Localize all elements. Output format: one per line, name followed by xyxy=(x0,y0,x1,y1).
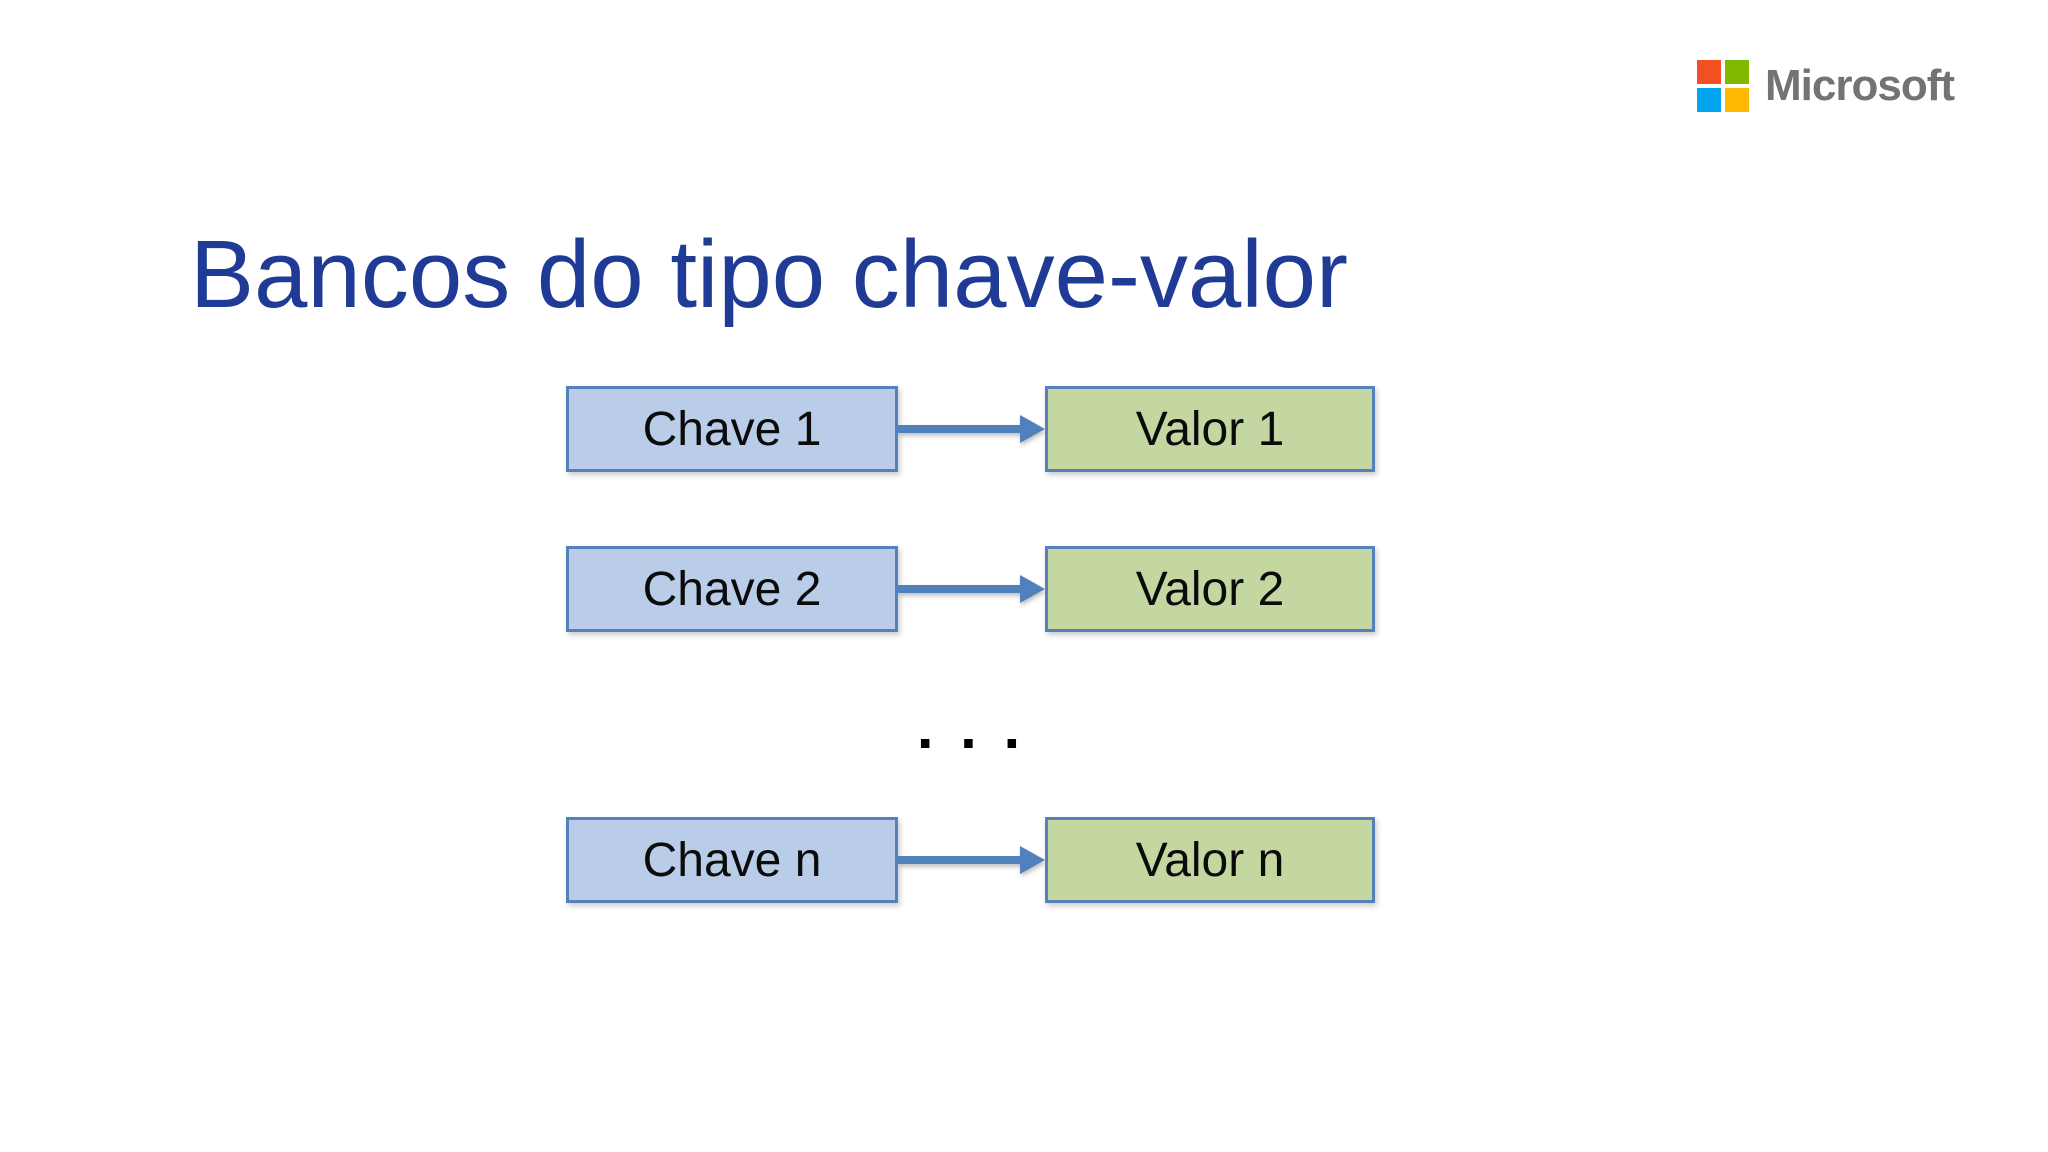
value-box-n: Valor n xyxy=(1045,817,1375,903)
ellipsis-dots: . . . xyxy=(916,694,1026,761)
key-box-n: Chave n xyxy=(566,817,898,903)
logo-square-blue xyxy=(1697,88,1721,112)
logo-square-yellow xyxy=(1725,88,1749,112)
logo-square-green xyxy=(1725,60,1749,84)
logo-square-red xyxy=(1697,60,1721,84)
microsoft-logo-icon xyxy=(1697,60,1749,112)
arrow-shaft xyxy=(898,585,1023,593)
arrow-shaft xyxy=(898,856,1023,864)
arrow-head xyxy=(1020,415,1045,443)
arrow-head xyxy=(1020,575,1045,603)
key-label-1: Chave 1 xyxy=(642,402,822,456)
value-box-2: Valor 2 xyxy=(1045,546,1375,632)
key-box-1: Chave 1 xyxy=(566,386,898,472)
value-label-2: Valor 2 xyxy=(1135,562,1285,616)
arrow-head xyxy=(1020,846,1045,874)
key-label-n: Chave n xyxy=(642,833,822,887)
microsoft-wordmark: Microsoft xyxy=(1765,61,1955,110)
microsoft-logo: Microsoft xyxy=(1697,60,1955,112)
key-label-2: Chave 2 xyxy=(642,562,822,616)
arrow-right-icon xyxy=(898,546,1045,632)
value-box-1: Valor 1 xyxy=(1045,386,1375,472)
arrow-shaft xyxy=(898,425,1023,433)
arrow-right-icon xyxy=(898,817,1045,903)
arrow-right-icon xyxy=(898,386,1045,472)
key-box-2: Chave 2 xyxy=(566,546,898,632)
value-label-1: Valor 1 xyxy=(1135,402,1285,456)
value-label-n: Valor n xyxy=(1135,833,1285,887)
page-title: Bancos do tipo chave-valor xyxy=(190,221,1348,329)
